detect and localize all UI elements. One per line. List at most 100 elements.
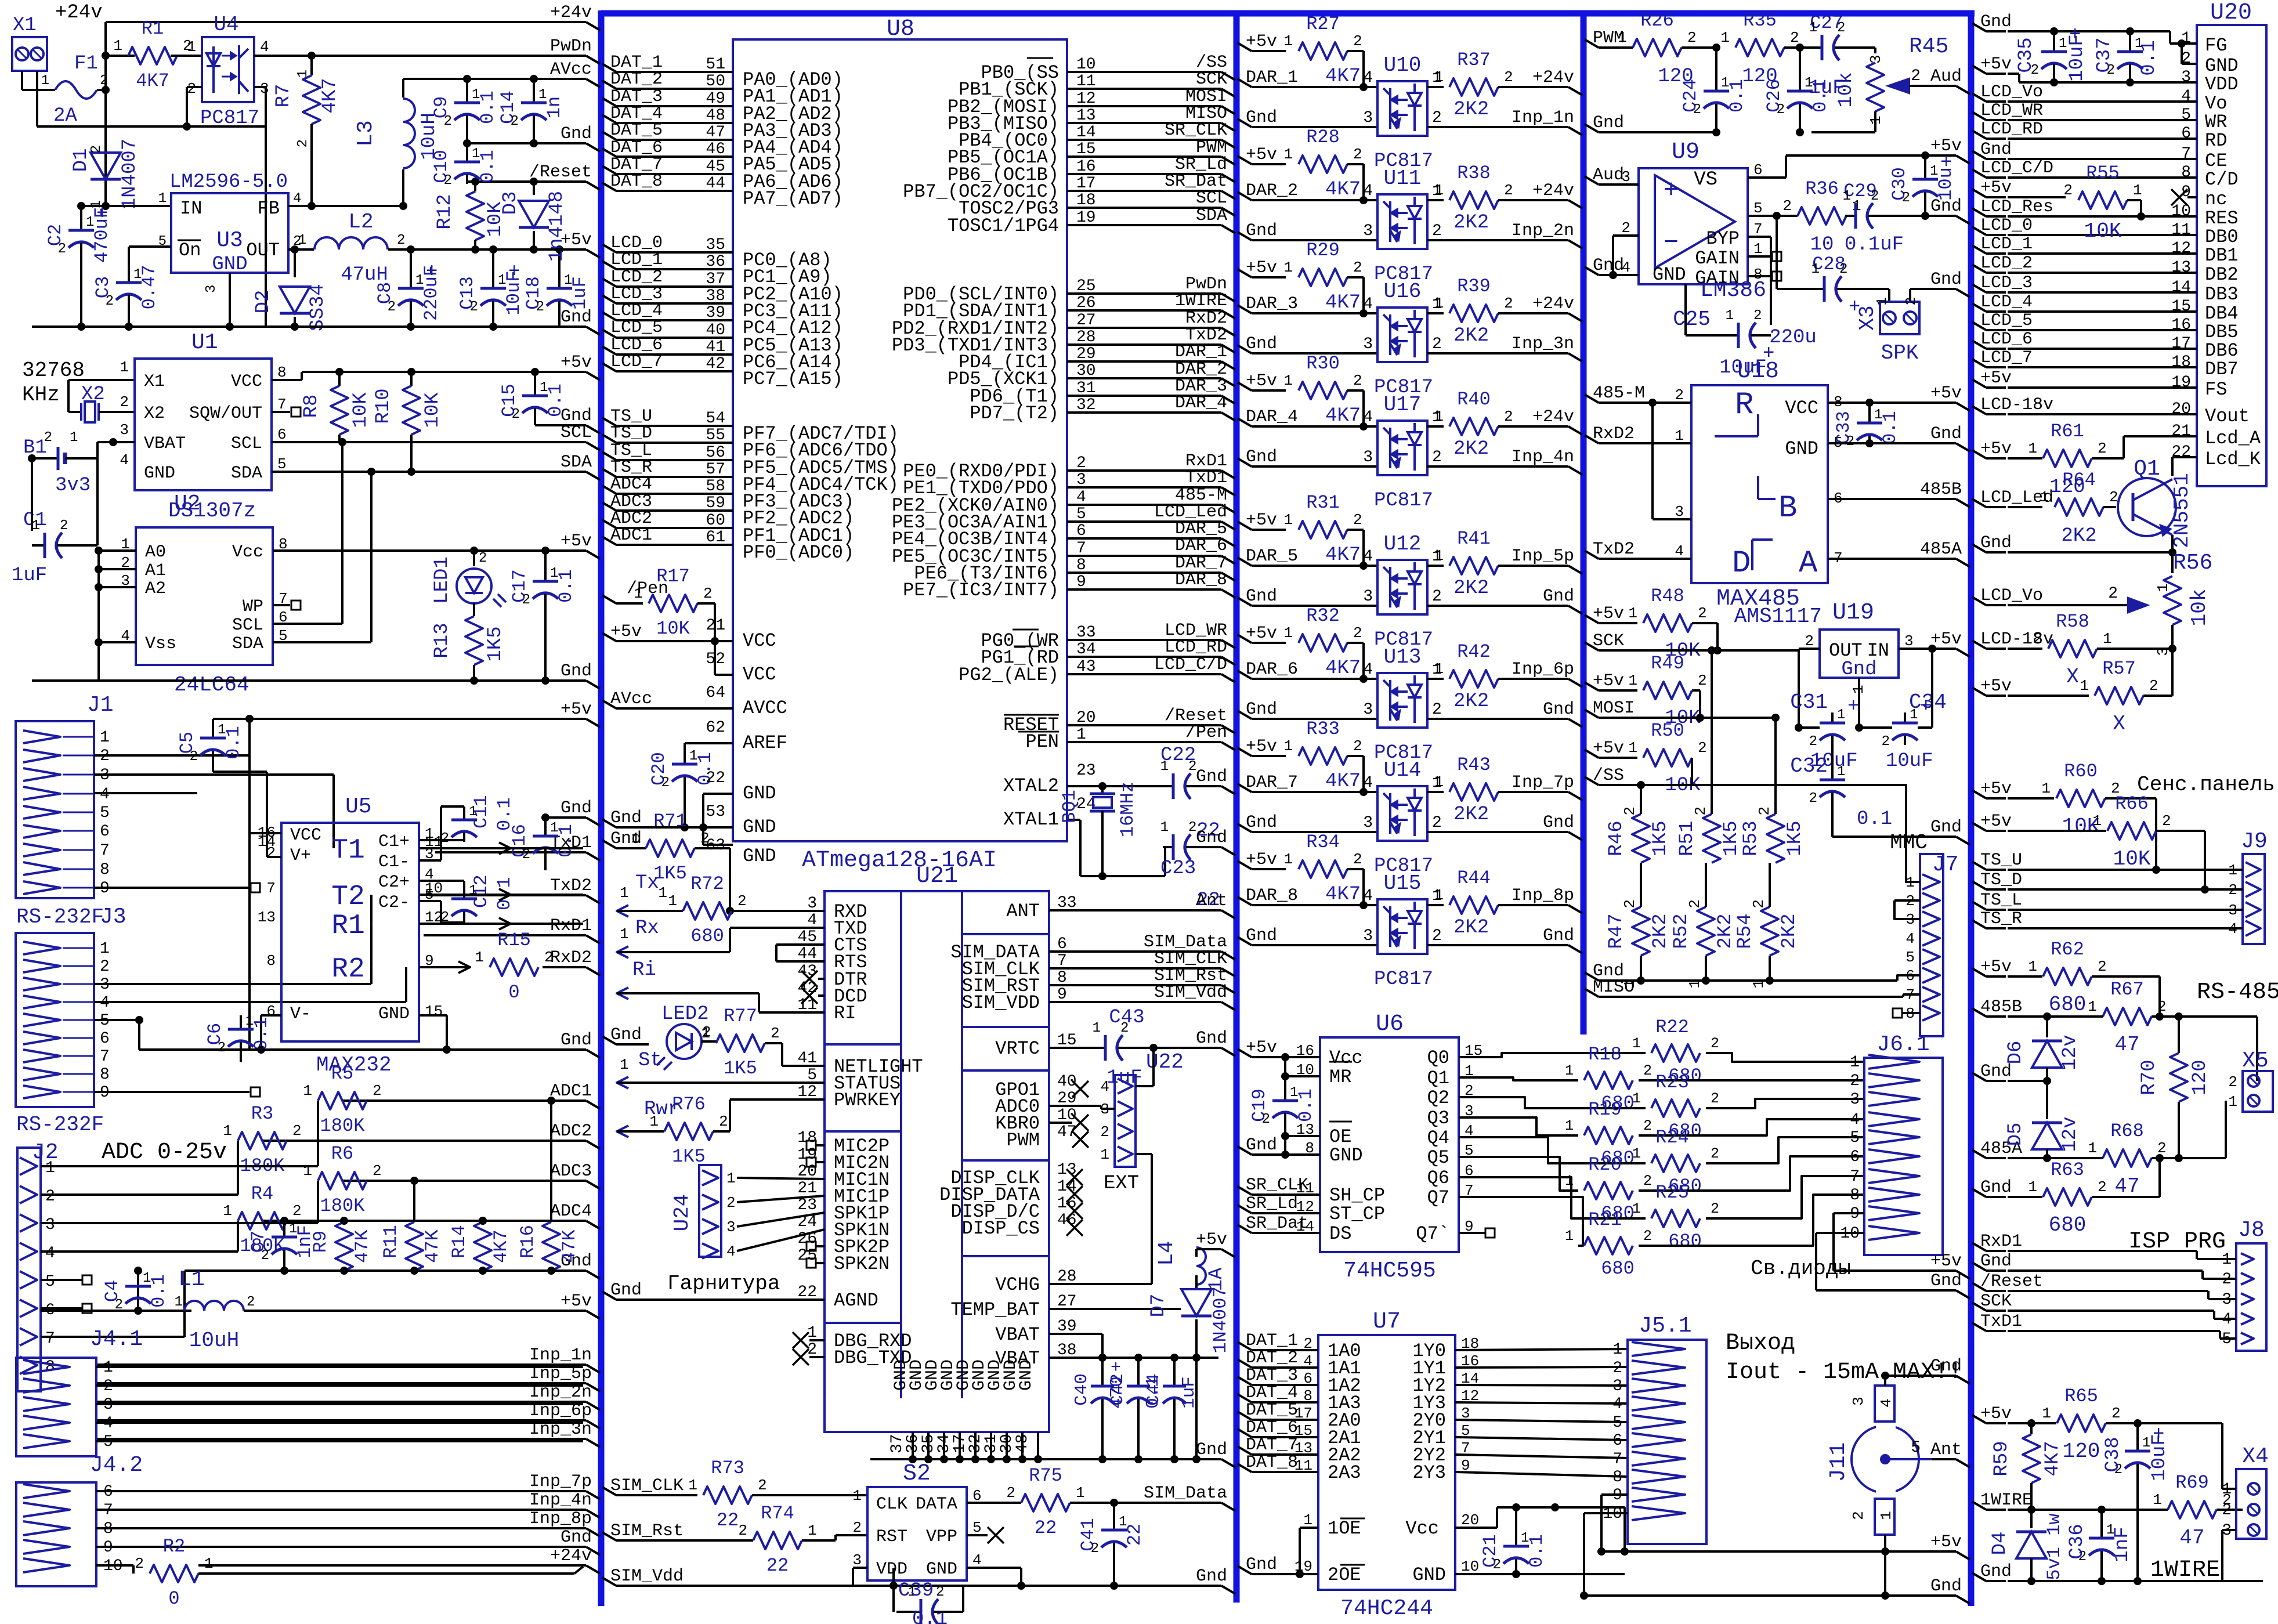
svg-text:1WIRE: 1WIRE	[1175, 291, 1227, 311]
svg-text:21: 21	[2171, 422, 2191, 440]
svg-text:GND: GND	[212, 254, 247, 276]
svg-text:2: 2	[2108, 585, 2118, 603]
svg-text:2: 2	[121, 554, 130, 572]
svg-text:DAT_4: DAT_4	[610, 104, 663, 124]
svg-text:SR_Dat: SR_Dat	[1246, 1214, 1308, 1234]
svg-text:R24: R24	[1655, 1127, 1689, 1148]
svg-text:R73: R73	[711, 1457, 744, 1479]
svg-text:PD1_(SDA/INT1): PD1_(SDA/INT1)	[903, 301, 1059, 322]
svg-text:LCD_RD: LCD_RD	[1980, 120, 2043, 139]
svg-text:R42: R42	[1457, 641, 1491, 663]
svg-text:4: 4	[1076, 489, 1086, 507]
svg-text:+: +	[1940, 152, 1952, 174]
svg-text:R55: R55	[2086, 162, 2120, 184]
svg-text:GPO1: GPO1	[995, 1079, 1040, 1101]
svg-text:PA2_(AD2): PA2_(AD2)	[743, 103, 843, 125]
svg-text:SIM_Rst: SIM_Rst	[1154, 966, 1227, 986]
svg-text:2: 2	[2111, 1405, 2121, 1422]
svg-text:D1: D1	[70, 149, 92, 172]
svg-text:2: 2	[1432, 109, 1442, 127]
svg-text:1: 1	[1432, 295, 1442, 313]
svg-text:4: 4	[1363, 774, 1373, 792]
svg-text:GND: GND	[1653, 264, 1686, 285]
svg-text:PD2_(RXD1/INT2): PD2_(RXD1/INT2)	[892, 318, 1059, 339]
svg-text:0.1: 0.1	[477, 150, 498, 183]
svg-text:Gnd: Gnd	[1593, 256, 1624, 276]
svg-text:D2: D2	[252, 290, 274, 314]
svg-text:22: 22	[797, 1283, 817, 1301]
svg-text:Gnd: Gnd	[1930, 818, 1962, 837]
svg-text:2: 2	[1465, 1082, 1474, 1099]
svg-text:2: 2	[2078, 1549, 2087, 1565]
svg-text:0.1: 0.1	[1143, 1376, 1163, 1409]
svg-text:SCL: SCL	[231, 434, 262, 454]
svg-text:R46: R46	[1606, 820, 1628, 856]
svg-text:1WIRE: 1WIRE	[1980, 1491, 2033, 1510]
svg-text:PC0_(A8): PC0_(A8)	[743, 249, 832, 271]
svg-text:R: R	[1735, 388, 1753, 423]
svg-text:58: 58	[706, 478, 725, 495]
svg-text:1: 1	[2028, 1178, 2037, 1196]
svg-text:Gnd: Gnd	[1246, 926, 1277, 946]
svg-text:DAR_4: DAR_4	[1246, 407, 1298, 427]
svg-text:TXD: TXD	[834, 918, 867, 939]
svg-text:SIM_CLK: SIM_CLK	[610, 1476, 684, 1496]
svg-text:ADC1: ADC1	[550, 1082, 592, 1101]
svg-text:Gnd: Gnd	[1930, 1576, 1962, 1596]
svg-text:0.1: 0.1	[477, 91, 498, 124]
svg-text:TS_R: TS_R	[1980, 909, 2022, 929]
svg-text:R72: R72	[690, 873, 724, 895]
svg-text:0.1: 0.1	[148, 1274, 169, 1308]
svg-text:2: 2	[1756, 806, 1773, 816]
svg-text:2: 2	[1809, 734, 1817, 750]
svg-text:6: 6	[1753, 161, 1763, 179]
svg-text:1uF: 1uF	[569, 276, 591, 310]
svg-text:13: 13	[1076, 107, 1096, 125]
svg-text:ANT: ANT	[1006, 900, 1040, 922]
svg-text:3: 3	[121, 572, 130, 589]
svg-text:2: 2	[702, 1023, 711, 1041]
svg-text:4: 4	[260, 38, 269, 56]
svg-text:680: 680	[1601, 1093, 1635, 1114]
svg-text:R40: R40	[1457, 389, 1491, 410]
svg-text:2: 2	[544, 949, 554, 966]
svg-text:St: St	[638, 1050, 662, 1072]
svg-text:Q0: Q0	[1427, 1047, 1449, 1069]
svg-text:PF3_(ADC3): PF3_(ADC3)	[743, 491, 854, 512]
svg-text:TxD2: TxD2	[550, 876, 592, 896]
svg-text:4K7: 4K7	[1325, 292, 1361, 314]
svg-text:20: 20	[2171, 400, 2191, 418]
svg-text:1: 1	[701, 1025, 710, 1042]
svg-text:22: 22	[1196, 889, 1220, 912]
svg-text:X2: X2	[144, 404, 165, 424]
svg-text:RS-232F: RS-232F	[16, 905, 104, 929]
svg-text:53: 53	[706, 803, 725, 821]
svg-text:GND: GND	[1785, 438, 1818, 460]
svg-text:1: 1	[1290, 1085, 1298, 1101]
svg-text:2: 2	[261, 1248, 269, 1264]
svg-text:C11: C11	[471, 795, 492, 829]
svg-text:74HC595: 74HC595	[1343, 1258, 1436, 1283]
svg-text:1uF: 1uF	[12, 565, 47, 587]
svg-text:DAR_3: DAR_3	[1175, 377, 1227, 396]
svg-text:0.1: 0.1	[1879, 411, 1901, 444]
svg-text:3: 3	[1363, 335, 1373, 353]
svg-text:LCD_Vo: LCD_Vo	[1980, 82, 2043, 102]
svg-text:Выход: Выход	[1726, 1330, 1795, 1357]
svg-text:D7: D7	[1148, 1294, 1170, 1318]
svg-text:1K5: 1K5	[1650, 820, 1672, 856]
svg-text:3: 3	[1363, 109, 1373, 127]
svg-text:SH_CP: SH_CP	[1329, 1185, 1385, 1206]
svg-text:1: 1	[1432, 408, 1442, 426]
svg-text:Gnd: Gnd	[1246, 1555, 1277, 1575]
svg-text:8: 8	[1076, 556, 1086, 574]
svg-text:485B: 485B	[1920, 480, 1962, 500]
svg-text:56: 56	[706, 444, 725, 462]
svg-text:PD3_(TXD1/INT3): PD3_(TXD1/INT3)	[892, 335, 1059, 356]
svg-text:120: 120	[2049, 476, 2085, 498]
svg-text:8: 8	[1303, 1387, 1312, 1405]
svg-text:680: 680	[2049, 1213, 2087, 1237]
svg-text:Gnd: Gnd	[1980, 533, 2012, 553]
svg-text:2: 2	[2031, 63, 2039, 78]
svg-text:Gnd: Gnd	[610, 808, 642, 828]
